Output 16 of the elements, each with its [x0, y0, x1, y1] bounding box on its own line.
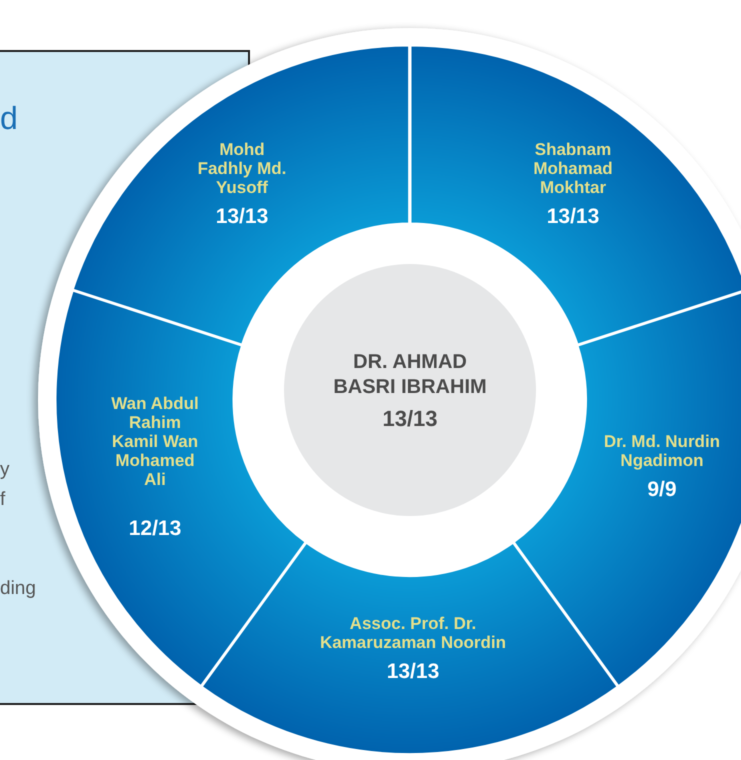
attendance-count: 13/13: [386, 660, 440, 684]
text-fragment: ding: [0, 578, 36, 600]
person-name: Dr. Md. Nurdin Ngadimon: [602, 432, 722, 470]
text-fragment: f: [0, 489, 6, 511]
person-name: Shabnam Mohamad Mokhtar: [532, 140, 614, 197]
attendance-count: 12/13: [128, 516, 182, 541]
chair-name: DR. AHMAD BASRI IBRAHIM: [332, 350, 488, 400]
person-name: Assoc. Prof. Dr. Kamaruzaman Noordin: [318, 614, 508, 652]
heading-fragment: d: [0, 100, 18, 137]
attendance-count: 13/13: [214, 205, 270, 229]
text-fragment: y: [0, 459, 10, 481]
attendance-count: 9/9: [646, 478, 678, 502]
attendance-count: 13/13: [381, 406, 439, 430]
attendance-count: 13/13: [546, 205, 600, 229]
person-name: Mohd Fadhly Md. Yusoff: [196, 140, 288, 197]
person-name: Wan Abdul Rahim Kamil Wan Mohamed Ali: [110, 394, 200, 489]
